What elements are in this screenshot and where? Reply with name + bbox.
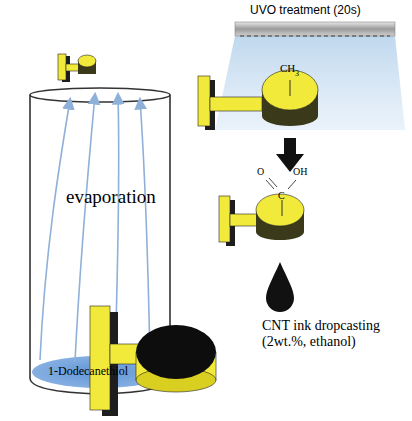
chemical-group: CH [280, 62, 295, 75]
chemical-atom: OH [293, 166, 307, 178]
chemical-subscript: 3 [295, 69, 299, 78]
ink-drop [266, 262, 294, 312]
liquid-label: 1-Dodecanethiol [48, 365, 128, 379]
electrode-cnt [90, 306, 216, 416]
electrode-small [58, 54, 96, 82]
process-label: CNT ink dropcasting (2wt.%, ethanol) [262, 318, 392, 350]
electrode-cooh [219, 178, 304, 246]
uvo-lamp [215, 22, 405, 130]
process-label: UVO treatment (20s) [250, 4, 361, 18]
electrode-ch3 [198, 70, 318, 130]
chemical-atom: O [257, 166, 264, 178]
chemical-atom: C [278, 190, 285, 202]
process-label: evaporation [66, 186, 156, 208]
